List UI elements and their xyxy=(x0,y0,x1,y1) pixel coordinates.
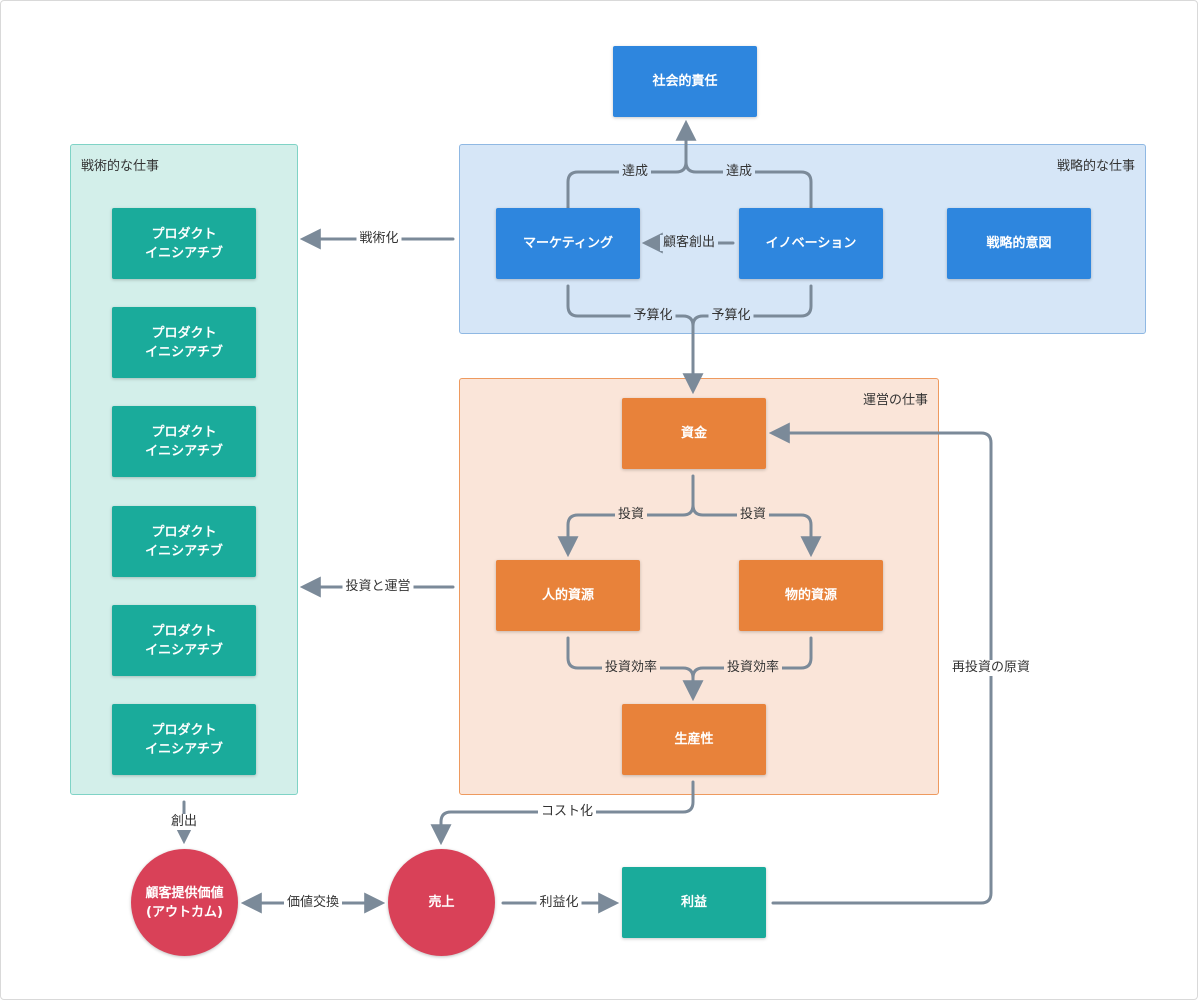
edge-invest-right xyxy=(691,503,822,558)
productivity-node[interactable]: 生産性 xyxy=(622,704,766,775)
edge-label-tacticalize: 戦術化 xyxy=(356,231,402,247)
strategic-work-title: 戦略的な仕事 xyxy=(1056,159,1135,174)
edge-label-reinvestment: 再投資の原資 xyxy=(948,660,1034,676)
strategic-intent-node[interactable]: 戦略的意図 xyxy=(947,208,1091,279)
edge-label-costing: コスト化 xyxy=(537,804,597,820)
edge-budget-right xyxy=(691,284,813,328)
edge-label-efficiency-right: 投資効率 xyxy=(723,660,783,676)
innovation-node[interactable]: イノベーション xyxy=(739,208,883,279)
product-initiative-node[interactable]: プロダクト イニシアチブ xyxy=(112,307,256,378)
edge-label-create: 創出 xyxy=(167,814,201,830)
edge-label-achieve-left: 達成 xyxy=(618,164,652,180)
edge-label-budget-left: 予算化 xyxy=(630,308,676,324)
edge-label-budget-right: 予算化 xyxy=(708,308,754,324)
human-resources-node[interactable]: 人的資源 xyxy=(496,560,640,631)
product-initiative-node[interactable]: プロダクト イニシアチブ xyxy=(112,208,256,279)
edge-label-invest-and-operate: 投資と運営 xyxy=(342,579,414,595)
social-responsibility-node[interactable]: 社会的責任 xyxy=(613,46,757,117)
product-initiative-node[interactable]: プロダクト イニシアチブ xyxy=(112,704,256,775)
product-initiative-node[interactable]: プロダクト イニシアチブ xyxy=(112,406,256,477)
edge-efficiency-right xyxy=(691,636,813,680)
edge-achieve-right xyxy=(684,160,813,210)
edge-label-customer-creation: 顧客創出 xyxy=(659,235,719,251)
edge-label-efficiency-left: 投資効率 xyxy=(601,660,661,676)
marketing-node[interactable]: マーケティング xyxy=(496,208,640,279)
edge-label-invest-left: 投資 xyxy=(614,507,648,523)
tactical-work-title: 戦術的な仕事 xyxy=(81,159,160,174)
customer-value-node[interactable]: 顧客提供価値 (アウトカム) xyxy=(131,849,238,956)
edge-label-invest-right: 投資 xyxy=(736,507,770,523)
product-initiative-node[interactable]: プロダクト イニシアチブ xyxy=(112,506,256,577)
edge-budget-left xyxy=(566,284,704,395)
operational-work-title: 運営の仕事 xyxy=(862,393,928,408)
product-initiative-node[interactable]: プロダクト イニシアチブ xyxy=(112,605,256,676)
profit-node[interactable]: 利益 xyxy=(622,867,766,938)
edge-label-value-exchange: 価値交換 xyxy=(283,895,343,911)
physical-resources-node[interactable]: 物的資源 xyxy=(739,560,883,631)
sales-node[interactable]: 売上 xyxy=(388,849,495,956)
funds-node[interactable]: 資金 xyxy=(622,398,766,469)
edge-label-monetize: 利益化 xyxy=(536,895,582,911)
edge-label-achieve-right: 達成 xyxy=(722,164,756,180)
